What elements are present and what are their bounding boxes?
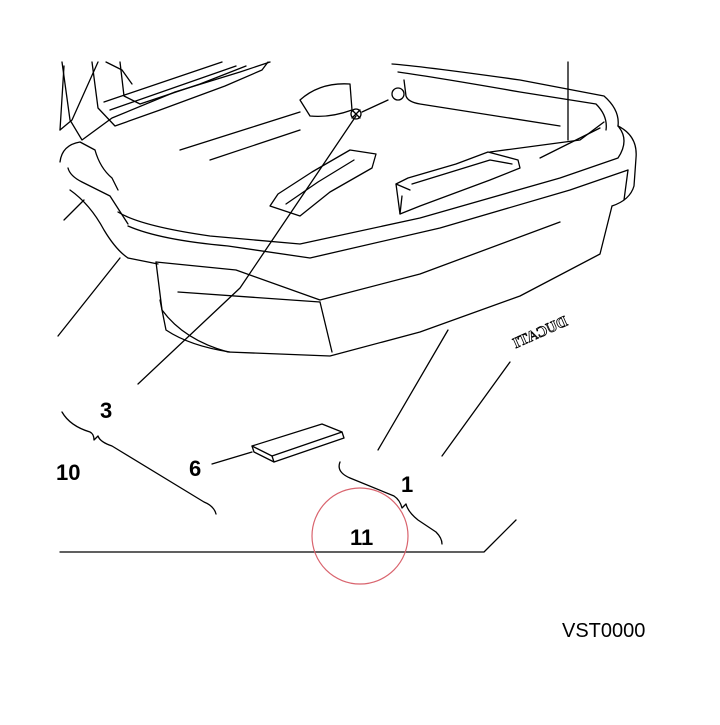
- case-body: [59, 63, 637, 357]
- decal-text: DUCATI: [510, 314, 570, 352]
- leader-6: [211, 451, 253, 465]
- bracket-group-10: [61, 411, 217, 515]
- leader-lid: [59, 61, 99, 131]
- bracket-group-11: [338, 461, 443, 545]
- leader-lines: [57, 61, 569, 465]
- leader-10: [57, 257, 121, 337]
- drawing-code: VST0000: [562, 620, 646, 642]
- highlight-circle: [311, 487, 409, 585]
- leader-ducati: [441, 361, 511, 457]
- callout-10: 10: [56, 460, 81, 485]
- leader-3: [137, 115, 357, 385]
- case-lid: [59, 61, 271, 141]
- ducati-decal: DUCATI: [510, 313, 570, 352]
- leader-1: [377, 329, 449, 451]
- leader-10-upper: [63, 199, 85, 221]
- callout-6: 6: [189, 456, 202, 481]
- callout-3: 3: [100, 398, 113, 423]
- callout-11: 11: [350, 525, 374, 550]
- callout-1: 1: [401, 472, 414, 497]
- rubber-pad-part: [251, 423, 345, 463]
- reference-line: [59, 519, 517, 553]
